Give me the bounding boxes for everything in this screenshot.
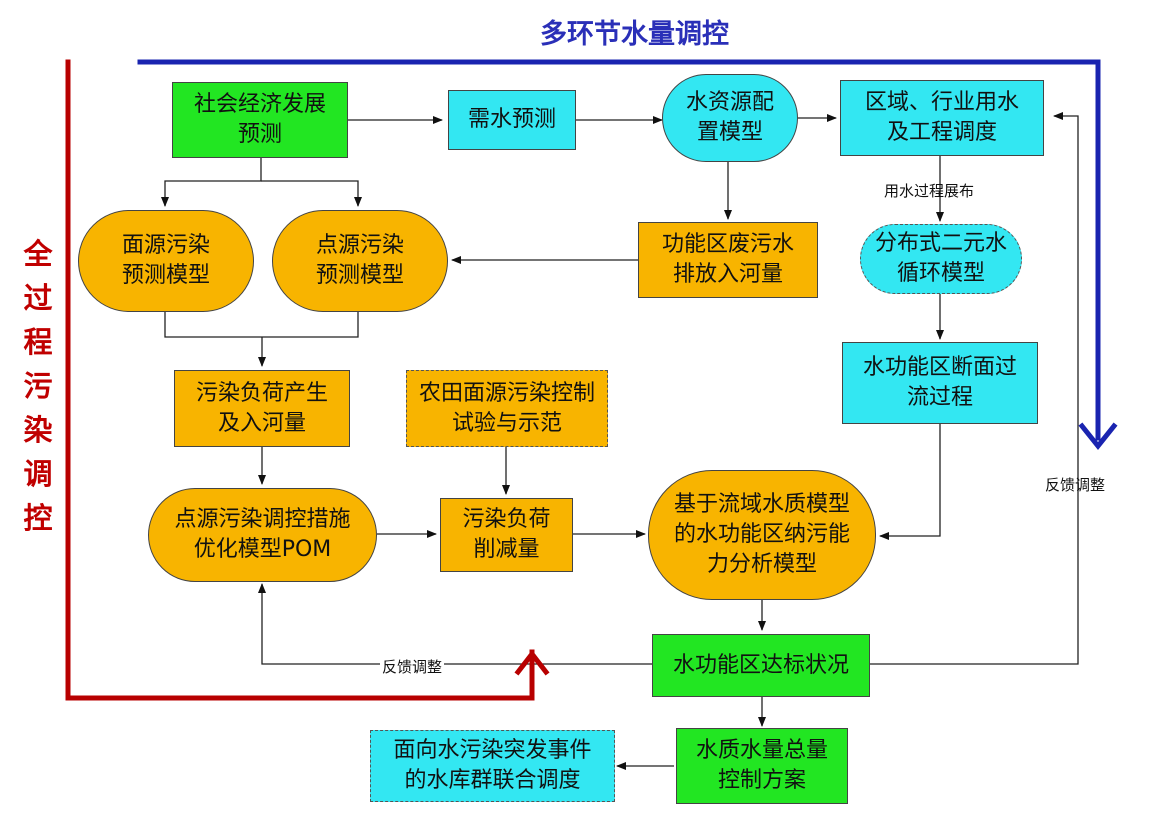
blue-loop — [137, 59, 1118, 451]
label-feedback-right: 反馈调整 — [1045, 476, 1106, 494]
node-point-model: 点源污染 预测模型 — [272, 210, 448, 312]
node-water-demand: 需水预测 — [448, 90, 576, 150]
node-dispatch: 区域、行业用水 及工程调度 — [840, 80, 1044, 156]
node-capacity-model: 基于流域水质模型 的水功能区纳污能 力分析模型 — [648, 470, 876, 600]
node-section-flow: 水功能区断面过 流过程 — [842, 342, 1038, 424]
node-wastewater: 功能区废污水 排放入河量 — [638, 222, 818, 298]
node-emergency-dispatch: 面向水污染突发事件 的水库群联合调度 — [370, 730, 615, 802]
node-allocation-model: 水资源配 置模型 — [662, 74, 798, 162]
red-loop — [65, 59, 550, 701]
node-pollution-load: 污染负荷产生 及入河量 — [174, 370, 350, 447]
left-title: 全 过 程 污 染 调 控 — [23, 237, 53, 535]
label-water-use-process: 用水过程展布 — [884, 182, 975, 200]
node-pom-model: 点源污染调控措施 优化模型POM — [148, 488, 377, 582]
arrow-section-capacity — [879, 424, 941, 540]
node-total-control: 水质水量总量 控制方案 — [676, 728, 848, 804]
arrow-feedback-left — [258, 583, 652, 665]
label-feedback-bottom: 反馈调整 — [380, 656, 445, 677]
node-nonpoint-model: 面源污染 预测模型 — [78, 210, 254, 312]
node-load-reduction: 污染负荷 削减量 — [440, 498, 573, 572]
node-compliance-status: 水功能区达标状况 — [652, 634, 870, 697]
arrow-socio-point — [261, 180, 362, 207]
join-models — [164, 312, 359, 338]
node-farmland-demo: 农田面源污染控制 试验与示范 — [406, 370, 608, 447]
node-dual-cycle: 分布式二元水 循环模型 — [860, 224, 1022, 294]
arrow-socio-nonpoint — [161, 158, 262, 207]
top-title: 多环节水量调控 — [540, 19, 729, 50]
node-socio-economic: 社会经济发展 预测 — [172, 82, 348, 158]
arrow-feedback-right — [870, 112, 1079, 665]
